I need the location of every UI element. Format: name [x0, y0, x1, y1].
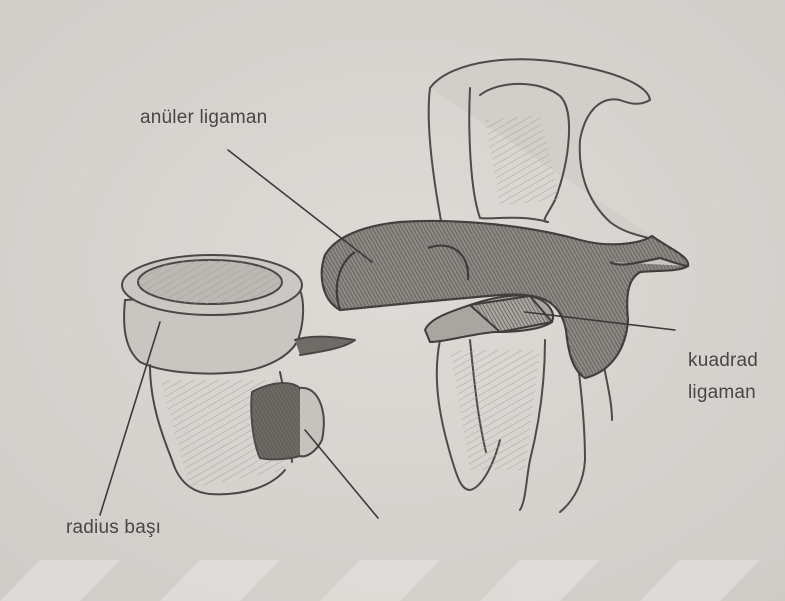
label-annular-ligament: anüler ligaman — [140, 107, 267, 129]
label-quadrate-ligament: kuadrad ligaman — [688, 345, 758, 409]
label-quadrate-line1: kuadrad — [688, 345, 758, 377]
label-quadrate-line2: ligaman — [688, 377, 758, 409]
label-radius-head: radius başı — [66, 517, 161, 539]
